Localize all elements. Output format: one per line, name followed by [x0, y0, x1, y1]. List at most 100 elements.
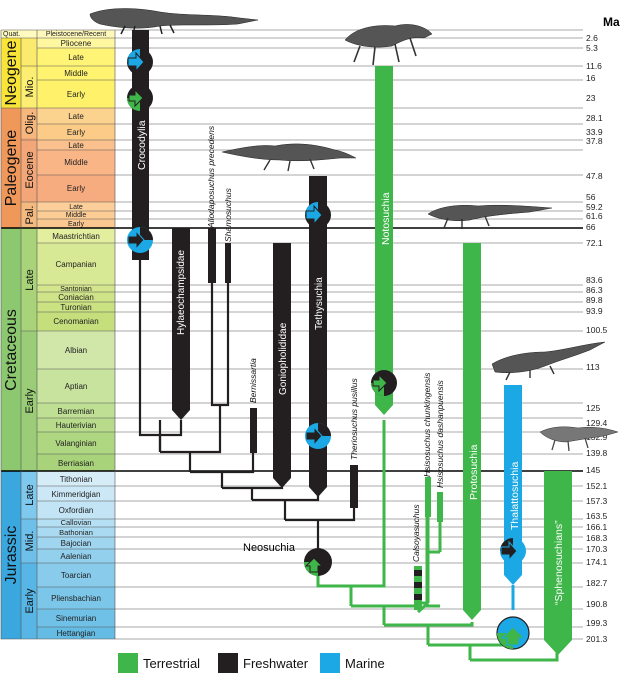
silhouette-protosuchian-skeleton — [427, 204, 553, 229]
period-cretaceous: Cretaceous — [3, 309, 20, 391]
stage-label: Aptian — [65, 382, 88, 391]
age-label: 33.9 — [586, 127, 603, 137]
clade-tethysuchia: Tethysuchia — [309, 176, 327, 497]
paleogene-cell — [1, 108, 21, 228]
hsisosuchus-chunkingensis-label: Hsisosuchus chunkingensis — [422, 372, 432, 477]
age-axis: Ma 2.6 5.3 11.6 16 23 28.1 33.9 37.8 47.… — [586, 15, 620, 644]
age-label: 100.5 — [586, 325, 608, 335]
clade-bernissartia — [250, 408, 257, 453]
stage-label: Cenomanian — [53, 317, 98, 326]
stage-label: Late — [68, 141, 84, 150]
cretaceous-cell — [1, 228, 21, 471]
age-label: 66 — [586, 222, 596, 232]
epoch-jur-mid: Mid. — [24, 531, 36, 552]
transition-icon — [305, 202, 331, 228]
legend-swatch-terrestrial — [118, 653, 138, 673]
epoch-cret-early: Early — [24, 388, 36, 414]
transition-icon — [127, 49, 153, 75]
timescale: Quat. Pleistocene/Recent — [0, 29, 583, 640]
stage-label: Middle — [64, 158, 88, 167]
age-label: 11.6 — [586, 61, 602, 71]
clade-calsoyasuchus: Calsoyasuchus — [411, 504, 422, 610]
legend-marine: Marine — [345, 656, 385, 671]
stage-label: Maastrichtian — [52, 232, 100, 241]
stage-label: Late — [68, 53, 84, 62]
age-label: 125 — [586, 403, 600, 413]
legend: Terrestrial Freshwater Marine — [118, 653, 385, 673]
legend-swatch-marine — [320, 653, 340, 673]
stage-label: Pliensbachian — [51, 594, 101, 603]
age-label: 28.1 — [586, 113, 603, 123]
neosuchia-label: Neosuchia — [243, 542, 296, 554]
age-label: 168.3 — [586, 533, 608, 543]
age-label: 2.6 — [586, 33, 598, 43]
transition-icon — [304, 548, 332, 576]
clade-sphenosuchians: “Sphenosuchians” — [544, 471, 572, 655]
age-label: 89.8 — [586, 295, 603, 305]
stage-label: Middle — [66, 212, 87, 219]
stage-label: Middle — [64, 69, 88, 78]
quat-label: Quat. — [3, 31, 20, 38]
clade-notosuchia: Notosuchia — [375, 66, 393, 415]
stage-label: Barremian — [58, 407, 95, 416]
clade-goniopholididae: Goniopholididae — [273, 243, 291, 488]
stage-label: Kimmeridgian — [52, 490, 101, 499]
sphenosuchians-label: “Sphenosuchians” — [553, 520, 565, 605]
age-label: 5.3 — [586, 43, 598, 53]
jurassic-cell — [1, 471, 21, 639]
age-label: 166.1 — [586, 522, 608, 532]
hylaeochampsidae-label: Hylaeochampsidae — [176, 250, 187, 335]
stage-label: Santonian — [60, 286, 92, 293]
clade-theriosuchus — [350, 465, 358, 508]
stage-label: Early — [67, 90, 85, 99]
period-paleogene: Paleogene — [3, 130, 20, 207]
thalattosuchia-label: Thalattosuchia — [509, 462, 521, 530]
age-label: 113 — [586, 362, 600, 372]
transition-icon — [500, 538, 526, 564]
age-label: 56 — [586, 192, 596, 202]
allodaposuchus-label: Allodaposuchus precedens — [206, 125, 216, 229]
stage-label: Pliocene — [61, 39, 92, 48]
protosuchia-label: Protosuchia — [468, 444, 480, 500]
transition-icon — [127, 85, 153, 111]
clade-thalattosuchia: Thalattosuchia — [504, 385, 522, 585]
age-label: 86.3 — [586, 285, 603, 295]
age-label: 199.3 — [586, 618, 608, 628]
epoch-miocene: Mio. — [24, 77, 36, 98]
theriosuchus-label: Theriosuchus pusillus — [349, 378, 359, 460]
stage-label: Late — [68, 112, 84, 121]
legend-terrestrial: Terrestrial — [143, 656, 200, 671]
legend-freshwater: Freshwater — [243, 656, 309, 671]
silhouette-tethysuchian-skeleton — [221, 143, 357, 172]
transition-icon — [371, 370, 397, 396]
stage-label: Hettangian — [57, 629, 96, 638]
age-label: 152.1 — [586, 481, 608, 491]
age-label: 163.5 — [586, 511, 608, 521]
epoch-jur-early: Early — [24, 588, 36, 614]
stage-label: Early — [67, 184, 85, 193]
age-label: 23 — [586, 93, 596, 103]
tree-lines-freshwater — [138, 250, 356, 550]
epoch-paleocene: Pal. — [24, 206, 36, 225]
stage-label: Toarcian — [61, 571, 91, 580]
goniopholididae-label: Goniopholididae — [278, 322, 289, 395]
stage-label: Oxfordian — [59, 506, 94, 515]
stage-label: Tithonian — [60, 475, 93, 484]
age-label: 201.3 — [586, 634, 608, 644]
age-label: 47.8 — [586, 171, 603, 181]
transition-icon — [496, 616, 530, 650]
shamosuchus-label: Shamosuchus — [223, 187, 233, 242]
clade-allodaposuchus — [208, 228, 216, 283]
age-label: 139.8 — [586, 448, 608, 458]
transition-icon — [305, 423, 331, 449]
age-label: 170.3 — [586, 544, 608, 554]
stage-label: Early — [67, 128, 85, 137]
age-label: 61.6 — [586, 211, 603, 221]
age-label: 182.7 — [586, 578, 608, 588]
stage-label: Campanian — [56, 260, 97, 269]
legend-swatch-freshwater — [218, 653, 238, 673]
age-label: 37.8 — [586, 136, 603, 146]
clade-shamosuchus — [225, 243, 231, 283]
clade-hsisosuchus-dashanpuensis — [437, 492, 443, 522]
pleistocene-label: Pleistocene/Recent — [46, 31, 106, 38]
